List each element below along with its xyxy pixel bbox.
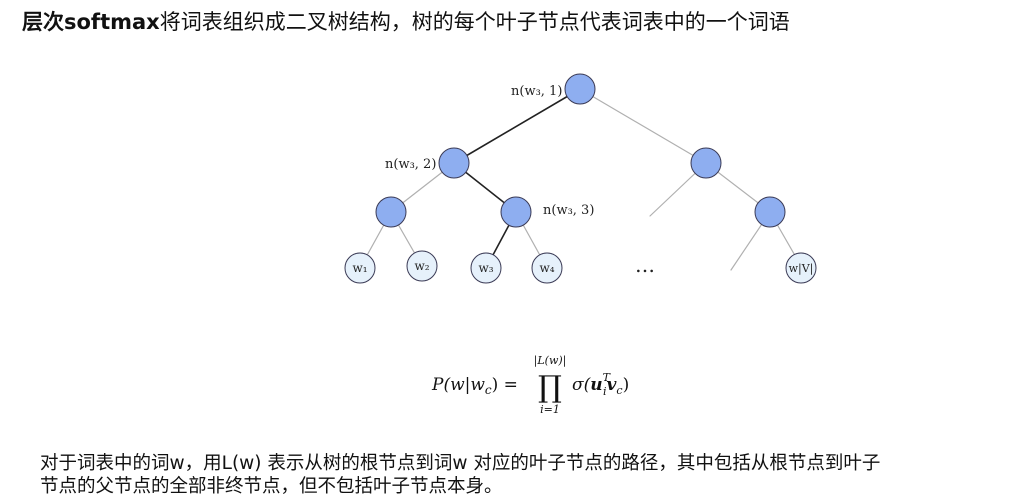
node-l3-right [754,196,786,228]
node-l2-left [438,147,470,179]
leaf-label-w4: w₄ [539,261,554,275]
formula-u: u [590,375,602,395]
leaf-label-wv: w|V| [789,262,814,276]
leaf-label-w3: w₃ [478,261,493,275]
inner-nodes [375,73,786,228]
leaf-label-w2: w₂ [414,259,429,273]
svg-text:P(w|wc) =: P(w|wc) = [431,375,518,397]
leaf-w3 [470,252,502,284]
explanation-line-2: 节点的父节点的全部非终节点，但不包括叶子节点本身。 [40,476,503,497]
edge-root-right [579,88,707,164]
node-l2-right [690,147,722,179]
node-label-level3: n(w₃, 3) [543,203,594,218]
leaf-w2 [406,250,438,282]
tree-edges [359,88,802,271]
leaf-nodes [344,250,817,284]
node-l3-a [375,196,407,228]
formula-u-sup: T [603,371,612,384]
formula-u-sub: i [603,385,607,398]
node-l3-b [500,196,532,228]
title-bold: 层次softmax [22,10,160,34]
formula-v: v [607,375,618,395]
leaf-w1 [344,252,376,284]
node-label-root: n(w₃, 1) [511,84,562,99]
slide-title: 层次softmax将词表组织成二叉树结构，树的每个叶子节点代表词表中的一个词语 [22,6,790,36]
leaf-wv [785,252,817,284]
leaf-w4 [531,252,563,284]
leaf-label-w1: w₁ [352,261,367,275]
ellipsis-dots: … [635,253,655,277]
explanation-paragraph: 对于词表中的词w，用L(w) 表示从树的根节点到词w 对应的叶子节点的路径，其中… [40,452,1005,498]
formula-upper-limit: |L(w)| [534,355,567,368]
formula-sigma: σ( [572,375,591,395]
title-rest: 将词表组织成二叉树结构，树的每个叶子节点代表词表中的一个词语 [159,10,790,34]
node-label-level2: n(w₃, 2) [385,157,436,172]
explanation-line-1: 对于词表中的词w，用L(w) 表示从树的根节点到词w 对应的叶子节点的路径，其中… [40,453,881,474]
edge-root-left [453,88,581,164]
formula-lhs: P(w|w [431,375,485,395]
formula-lhs-sub: c [485,383,492,397]
formula-close: ) [623,375,630,395]
root-node [564,73,596,105]
formula-v-sub: c [616,384,622,397]
formula-product: ∏ [538,370,562,405]
formula-lhs-close: ) = [492,375,518,395]
formula-lower-limit: i=1 [540,403,560,416]
